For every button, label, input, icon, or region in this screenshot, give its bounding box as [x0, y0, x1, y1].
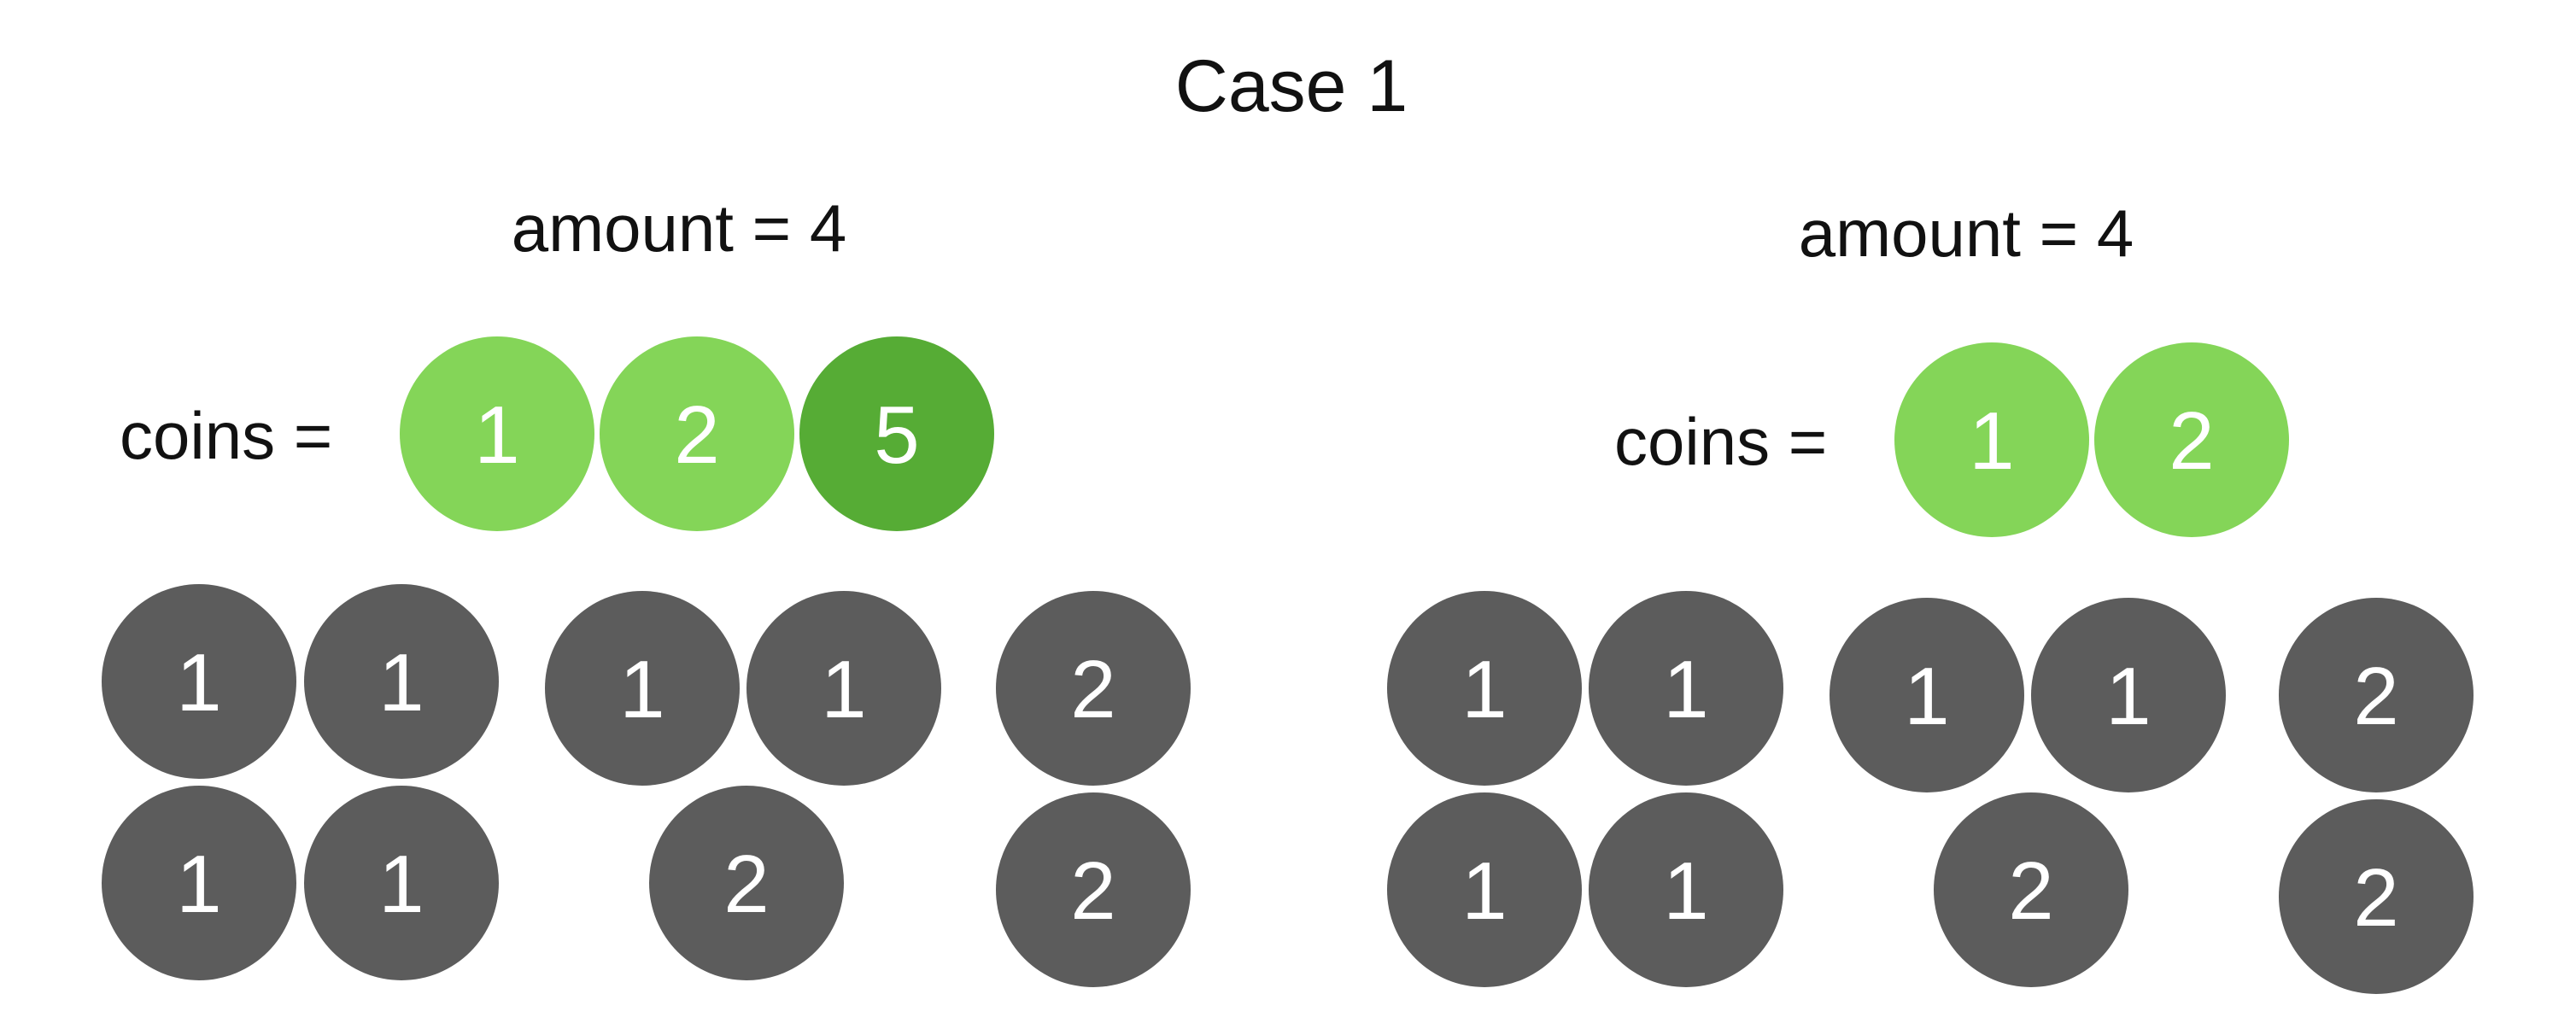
combination-coin: 1: [102, 584, 296, 779]
combination-coin: 2: [2279, 598, 2474, 792]
combination-coin: 1: [746, 591, 941, 786]
left-coin-option: 1: [400, 336, 594, 531]
right-coin-option: 1: [1894, 342, 2089, 537]
combination-coin: 1: [1830, 598, 2024, 792]
combination-coin: 1: [1387, 591, 1582, 786]
left-amount-label: amount = 4: [511, 190, 847, 266]
combination-coin: 1: [1589, 591, 1783, 786]
combination-coin: 2: [996, 591, 1191, 786]
combination-coin: 2: [649, 786, 844, 980]
combination-coin: 1: [304, 786, 499, 980]
left-coins-label: coins =: [120, 398, 333, 473]
left-coin-option: 2: [600, 336, 794, 531]
combination-coin: 1: [545, 591, 740, 786]
diagram-title: Case 1: [1174, 45, 1408, 127]
right-coins-label: coins =: [1614, 404, 1828, 479]
combination-coin: 2: [996, 792, 1191, 987]
combination-coin: 1: [2031, 598, 2226, 792]
right-coin-option: 2: [2094, 342, 2289, 537]
combination-coin: 1: [1387, 792, 1582, 987]
combination-coin: 1: [304, 584, 499, 779]
right-amount-label: amount = 4: [1798, 196, 2134, 271]
combination-coin: 2: [2279, 799, 2474, 994]
combination-coin: 1: [1589, 792, 1783, 987]
combination-coin: 1: [102, 786, 296, 980]
combination-coin: 2: [1934, 792, 2128, 987]
left-coin-option: 5: [799, 336, 994, 531]
